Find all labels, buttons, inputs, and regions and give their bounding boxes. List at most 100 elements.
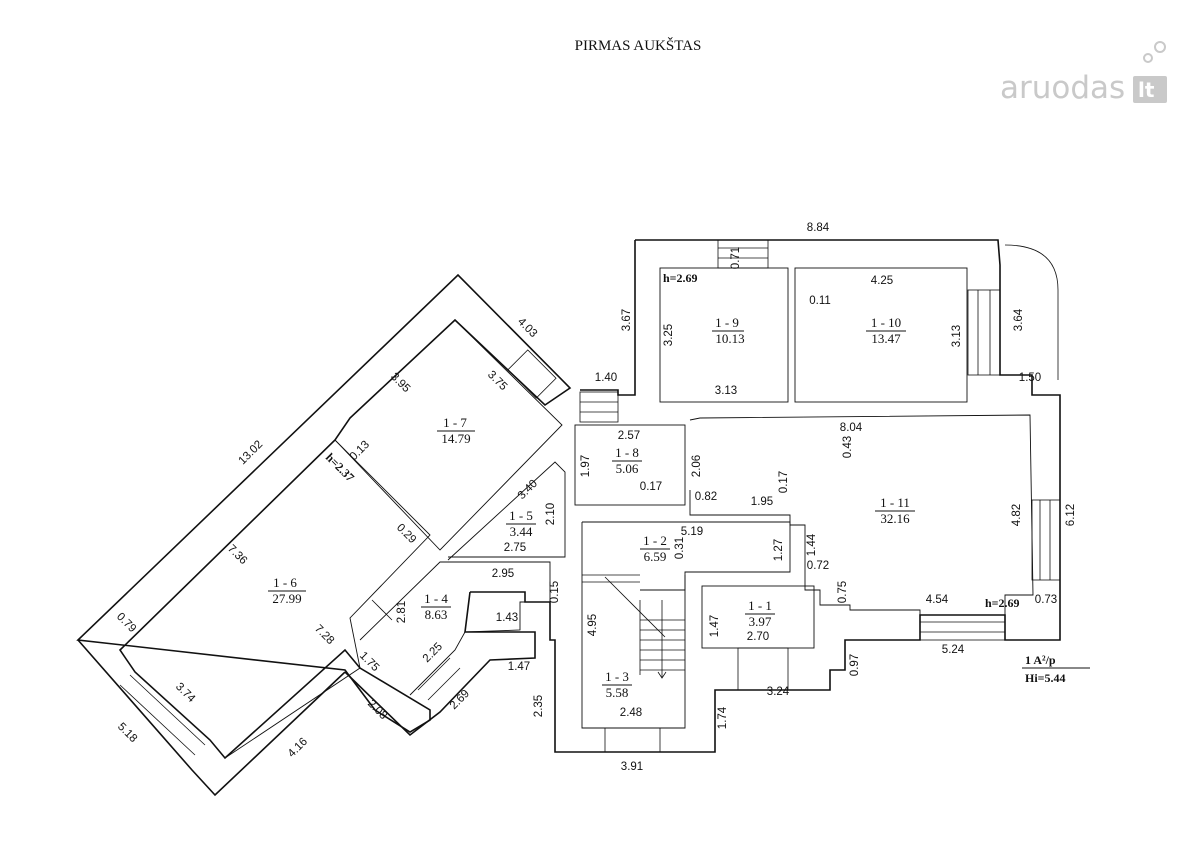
dim-label: 0.82: [695, 491, 717, 503]
dim-label: 4.54: [926, 594, 949, 606]
room-id: 1 - 9: [715, 315, 739, 330]
dim-label: 3.74: [173, 681, 198, 706]
dim-label: 1.75: [357, 650, 381, 674]
room-1-1: 1 - 1 3.97: [745, 598, 775, 629]
dim-label: 0.17: [778, 471, 790, 493]
dim-label: 1.44: [806, 533, 818, 556]
dim-label: 0.13: [348, 439, 372, 463]
dim-label: 1.27: [773, 539, 785, 561]
room-1-4: 1 - 4 8.63: [421, 591, 451, 622]
room-id: 1 - 4: [424, 591, 448, 606]
dim-label: 8.84: [807, 222, 830, 234]
room-id: 1 - 7: [443, 415, 467, 430]
room-area: 3.44: [510, 524, 533, 539]
dim-label: 2.57: [618, 430, 640, 442]
watermark-badge: [1133, 76, 1167, 103]
room-area: 3.97: [749, 614, 772, 629]
room-area: 8.63: [425, 607, 448, 622]
dim-label: 0.75: [837, 581, 849, 603]
dim-label: 2.08: [365, 698, 389, 722]
height-mark: h=2.69: [985, 596, 1020, 610]
dim-label: 1.50: [1019, 372, 1041, 384]
room-id: 1 - 1: [748, 598, 772, 613]
dim-label: 2.95: [492, 568, 514, 580]
dim-label: 2.06: [691, 455, 703, 477]
watermark-logo: aruodas lt: [1000, 41, 1167, 106]
room-id: 1 - 2: [643, 533, 667, 548]
room-area: 32.16: [880, 511, 910, 526]
dim-label: 5.18: [115, 721, 139, 745]
room-area: 13.47: [871, 331, 901, 346]
right-block-walls: [470, 239, 1061, 753]
room-id: 1 - 8: [615, 445, 639, 460]
left-block-walls: [76, 273, 572, 797]
room-id: 1 - 10: [871, 315, 901, 330]
dimension-labels: 8.84 0.71 4.25 0.11 3.67 3.25 3.13 3.13 …: [114, 222, 1077, 773]
room-1-6: 1 - 6 27.99: [268, 575, 306, 606]
room-area: 5.58: [606, 685, 629, 700]
room-1-11: 1 - 11 32.16: [875, 495, 915, 526]
dim-label: 1.47: [709, 615, 721, 637]
dim-label: 0.11: [809, 295, 831, 307]
dim-label: 2.48: [620, 707, 642, 719]
room-area: 14.79: [441, 431, 470, 446]
dim-label: 2.70: [747, 631, 769, 643]
dim-label: 5.24: [942, 644, 965, 656]
dim-label: 3.24: [767, 686, 790, 698]
dim-label: 0.71: [730, 247, 742, 269]
dim-label: 2.69: [448, 688, 472, 712]
dim-label: 4.16: [286, 736, 310, 760]
dim-label: 0.97: [849, 654, 861, 676]
dim-label: 6.12: [1065, 504, 1077, 526]
room-id: 1 - 11: [880, 495, 910, 510]
dim-label: 4.82: [1011, 504, 1023, 526]
room-area: 6.59: [644, 549, 667, 564]
dim-label: 0.31: [674, 537, 686, 559]
room-1-8: 1 - 8 5.06: [612, 445, 642, 476]
legend-line-1: 1 A²/p: [1025, 653, 1056, 667]
room-id: 1 - 5: [509, 508, 533, 523]
room-labels: 1 - 9 10.13 1 - 10 13.47 1 - 8 5.06 1 - …: [268, 315, 915, 700]
dim-label: 3.67: [621, 309, 633, 331]
legend: 1 A²/p Hi=5.44: [1022, 653, 1090, 685]
room-area: 10.13: [715, 331, 744, 346]
dim-label: 0.17: [640, 481, 662, 493]
dim-label: 4.95: [587, 614, 599, 636]
dim-label: 1.95: [751, 496, 773, 508]
dim-label: 0.15: [549, 581, 561, 603]
room-1-9: 1 - 9 10.13: [712, 315, 745, 346]
dim-label: 2.10: [545, 503, 557, 525]
dim-label: 2.81: [396, 601, 408, 623]
dim-label: 3.13: [951, 325, 963, 347]
dim-label: 1.43: [496, 612, 518, 624]
dim-label: 3.95: [388, 371, 412, 395]
dim-label: 5.19: [681, 526, 703, 538]
room-1-3: 1 - 3 5.58: [602, 669, 632, 700]
dim-label: 0.73: [1035, 594, 1057, 606]
dim-label: 3.13: [715, 385, 737, 397]
dim-label: 2.35: [533, 695, 545, 717]
dim-label: 0.79: [114, 611, 138, 635]
room-area: 27.99: [272, 591, 301, 606]
watermark-text: aruodas: [1000, 70, 1125, 106]
room-1-7: 1 - 7 14.79: [437, 415, 475, 446]
dim-label: 3.64: [1013, 308, 1025, 331]
room-id: 1 - 6: [273, 575, 297, 590]
dim-label: 13.02: [236, 438, 265, 467]
dim-label: 3.40: [516, 478, 540, 502]
dim-label: 3.91: [621, 761, 643, 773]
dim-label: 1.97: [580, 455, 592, 477]
dim-label: 4.25: [871, 275, 893, 287]
legend-line-2: Hi=5.44: [1025, 671, 1066, 685]
plan-title: PIRMAS AUKŠTAS: [575, 37, 702, 54]
room-1-10: 1 - 10 13.47: [866, 315, 906, 346]
room-1-2: 1 - 2 6.59: [640, 533, 670, 564]
ceiling-heights: h=2.69 h=2.37 h=2.69: [323, 271, 1020, 610]
dim-label: 3.75: [485, 369, 509, 393]
room-1-5: 1 - 5 3.44: [506, 508, 536, 539]
dim-label: 8.04: [840, 422, 863, 434]
dim-label: 2.75: [504, 542, 526, 554]
dim-label: 1.74: [717, 706, 729, 729]
dim-label: 0.29: [394, 522, 418, 546]
